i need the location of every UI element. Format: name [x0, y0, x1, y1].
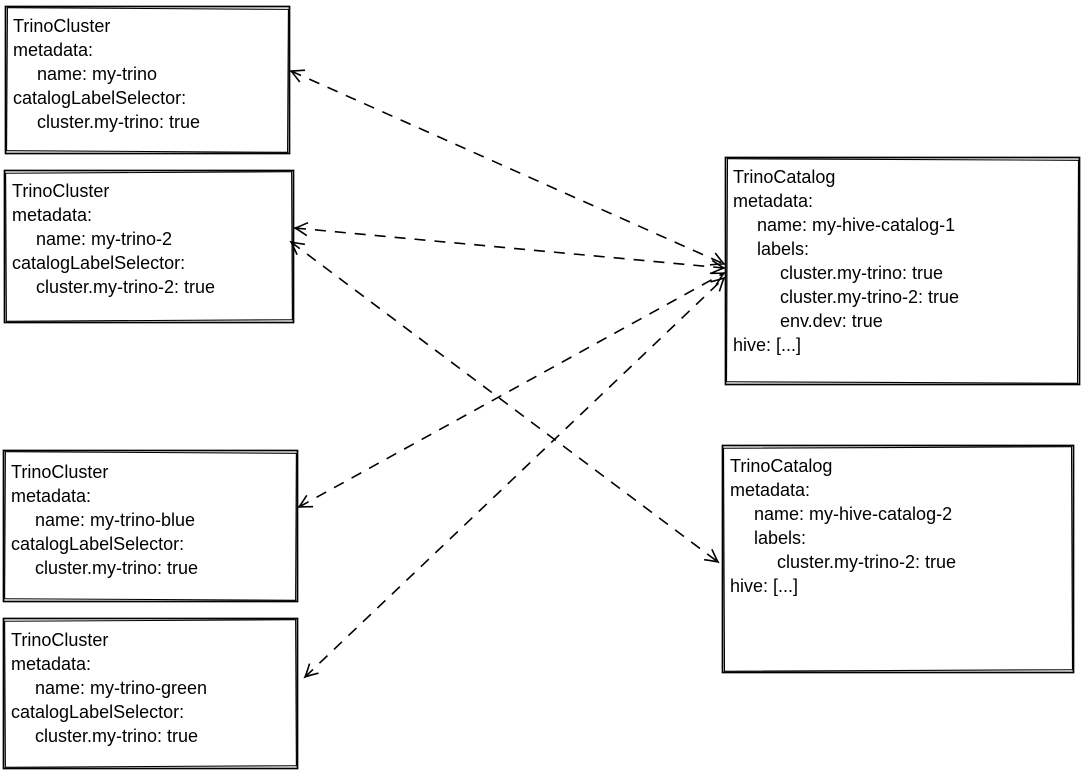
node-line: name: my-hive-catalog-2 — [754, 504, 953, 524]
border-sketch-my-trino — [6, 7, 289, 153]
node-line: cluster.my-trino-2: true — [777, 552, 957, 572]
node-line: metadata: — [733, 191, 814, 211]
edge-my-trino-2-to-my-hive-catalog-1 — [292, 221, 727, 275]
node-line: metadata: — [11, 654, 92, 674]
border-sketch-my-trino-green — [4, 619, 297, 768]
node-line: name: my-trino — [37, 64, 158, 84]
node-kind: TrinoCatalog — [733, 167, 836, 187]
node-line: catalogLabelSelector: — [13, 88, 187, 108]
node-trino-catalog-my-hive-catalog-1: TrinoCatalog metadata: name: my-hive-cat… — [725, 157, 1079, 357]
node-kind: TrinoCatalog — [730, 456, 833, 476]
node-line: catalogLabelSelector: — [11, 702, 185, 722]
node-kind: TrinoCluster — [11, 462, 109, 482]
node-trino-cluster-my-trino: TrinoCluster metadata: name: my-trino ca… — [5, 6, 289, 134]
node-line: cluster.my-trino-2: true — [36, 277, 216, 297]
node-line: hive: [...] — [733, 335, 802, 355]
border-trino-catalog-my-hive-catalog-1 — [724, 156, 1081, 386]
node-line: name: my-trino-blue — [35, 510, 196, 530]
node-line: catalogLabelSelector: — [11, 534, 185, 554]
border-trino-cluster-my-trino-blue — [2, 449, 299, 603]
box-borders-group — [2, 5, 1081, 770]
node-line: cluster.my-trino: true — [35, 726, 199, 746]
node-line: hive: [...] — [730, 576, 799, 596]
node-line: cluster.my-trino-2: true — [780, 287, 960, 307]
node-trino-cluster-my-trino-2: TrinoCluster metadata: name: my-trino-2 … — [4, 171, 293, 299]
node-line: cluster.my-trino: true — [35, 558, 199, 578]
border-sketch-my-hive-catalog-1 — [725, 158, 1080, 384]
border-trino-cluster-my-trino — [4, 5, 291, 155]
edge-my-trino-blue-to-my-hive-catalog-1 — [297, 271, 726, 509]
edge-my-trino-green-to-my-hive-catalog-1 — [303, 276, 726, 679]
node-line: metadata: — [11, 486, 92, 506]
node-trino-cluster-my-trino-green: TrinoCluster metadata: name: my-trino-gr… — [3, 620, 297, 748]
border-sketch-my-trino-blue — [4, 451, 297, 601]
node-kind: TrinoCluster — [11, 630, 109, 650]
border-trino-cluster-my-trino-green — [2, 617, 299, 770]
border-sketch-my-trino-2 — [5, 171, 293, 322]
node-line: name: my-trino-green — [35, 678, 208, 698]
node-trino-cluster-my-trino-blue: TrinoCluster metadata: name: my-trino-bl… — [3, 452, 297, 580]
node-line: metadata: — [13, 40, 94, 60]
border-sketch-my-hive-catalog-2 — [722, 446, 1074, 672]
node-line: name: my-hive-catalog-1 — [757, 215, 956, 235]
node-line: metadata: — [730, 480, 811, 500]
node-kind: TrinoCluster — [13, 16, 111, 36]
node-line: labels: — [757, 239, 810, 259]
node-line: cluster.my-trino: true — [780, 263, 944, 283]
node-line: cluster.my-trino: true — [37, 112, 201, 132]
node-line: catalogLabelSelector: — [12, 253, 186, 273]
node-line: labels: — [754, 528, 807, 548]
border-trino-cluster-my-trino-2 — [3, 169, 295, 324]
edge-my-trino-to-my-hive-catalog-1 — [289, 69, 726, 266]
node-line: env.dev: true — [780, 311, 883, 331]
node-line: metadata: — [12, 205, 93, 225]
node-trino-catalog-my-hive-catalog-2: TrinoCatalog metadata: name: my-hive-cat… — [722, 446, 1073, 598]
node-line: name: my-trino-2 — [36, 229, 173, 249]
edge-my-trino-2-to-my-hive-catalog-2 — [289, 240, 720, 564]
edges-group — [289, 69, 727, 679]
border-trino-catalog-my-hive-catalog-2 — [721, 444, 1075, 674]
node-kind: TrinoCluster — [12, 181, 110, 201]
